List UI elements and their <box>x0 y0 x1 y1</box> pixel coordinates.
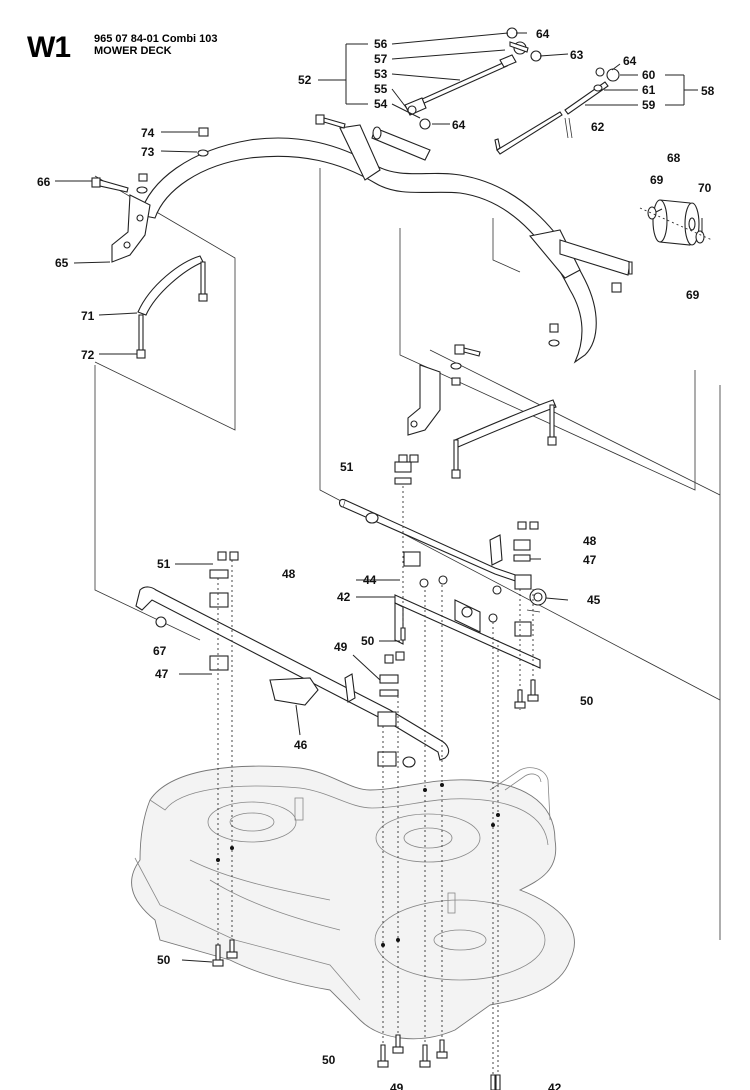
callout-44: 44 <box>363 573 377 587</box>
callout-59: 59 <box>642 98 656 112</box>
callout-68: 68 <box>667 151 681 165</box>
callout-71: 71 <box>81 309 95 323</box>
adjustment-rod-assembly <box>404 27 620 155</box>
callout-42-top: 42 <box>337 590 351 604</box>
callout-73: 73 <box>141 145 155 159</box>
callout-50-center: 50 <box>361 634 375 648</box>
callout-63: 63 <box>570 48 584 62</box>
callout-50-bottom: 50 <box>322 1053 336 1067</box>
callout-61: 61 <box>642 83 656 97</box>
callout-52: 52 <box>298 73 312 87</box>
front-lift-shaft <box>135 551 450 768</box>
callout-64-right: 64 <box>623 54 637 68</box>
leader-lines <box>55 32 703 963</box>
callout-49-bottom: 49 <box>390 1081 404 1090</box>
callout-64-mid: 64 <box>452 118 466 132</box>
callout-49-top: 49 <box>334 640 348 654</box>
anti-scalp-roller <box>639 199 713 246</box>
section-code: W1 <box>27 31 71 64</box>
callout-47-rear: 47 <box>583 553 597 567</box>
callout-66: 66 <box>37 175 51 189</box>
callout-74: 74 <box>141 126 155 140</box>
callout-69-top: 69 <box>650 173 664 187</box>
callout-57: 57 <box>374 52 388 66</box>
callout-64-top: 64 <box>536 27 550 41</box>
callout-45: 45 <box>587 593 601 607</box>
callout-50-right: 50 <box>580 694 594 708</box>
center-hanger-bracket <box>394 575 541 669</box>
callout-51-rear: 51 <box>340 460 354 474</box>
section-title: MOWER DECK <box>94 45 172 57</box>
upper-lift-arm <box>111 124 631 448</box>
callout-53: 53 <box>374 67 388 81</box>
callout-70: 70 <box>698 181 712 195</box>
rear-lift-shaft <box>338 454 547 637</box>
callout-42-bottom: 42 <box>548 1081 562 1090</box>
callout-51-front: 51 <box>157 557 171 571</box>
callout-50-left: 50 <box>157 953 171 967</box>
callout-54: 54 <box>374 97 388 111</box>
callout-48-rear: 48 <box>583 534 597 548</box>
callout-60: 60 <box>642 68 656 82</box>
callout-55: 55 <box>374 82 388 96</box>
callout-56: 56 <box>374 37 388 51</box>
hanger-bolts <box>212 486 539 1090</box>
callout-48-front: 48 <box>282 567 296 581</box>
callout-72: 72 <box>81 348 95 362</box>
callout-65: 65 <box>55 256 69 270</box>
callout-58: 58 <box>701 84 715 98</box>
callout-62: 62 <box>591 120 605 134</box>
fasteners <box>91 114 633 479</box>
part-number: 965 07 84-01 Combi 103 <box>94 33 218 45</box>
callout-47-front: 47 <box>155 667 169 681</box>
mower-deck-housing <box>131 765 575 1040</box>
callout-numbers: 56 57 53 55 54 52 64 63 64 64 60 61 59 5… <box>37 27 715 1090</box>
callout-67: 67 <box>153 644 167 658</box>
callout-69-bottom: 69 <box>686 288 700 302</box>
callout-46: 46 <box>294 738 308 752</box>
